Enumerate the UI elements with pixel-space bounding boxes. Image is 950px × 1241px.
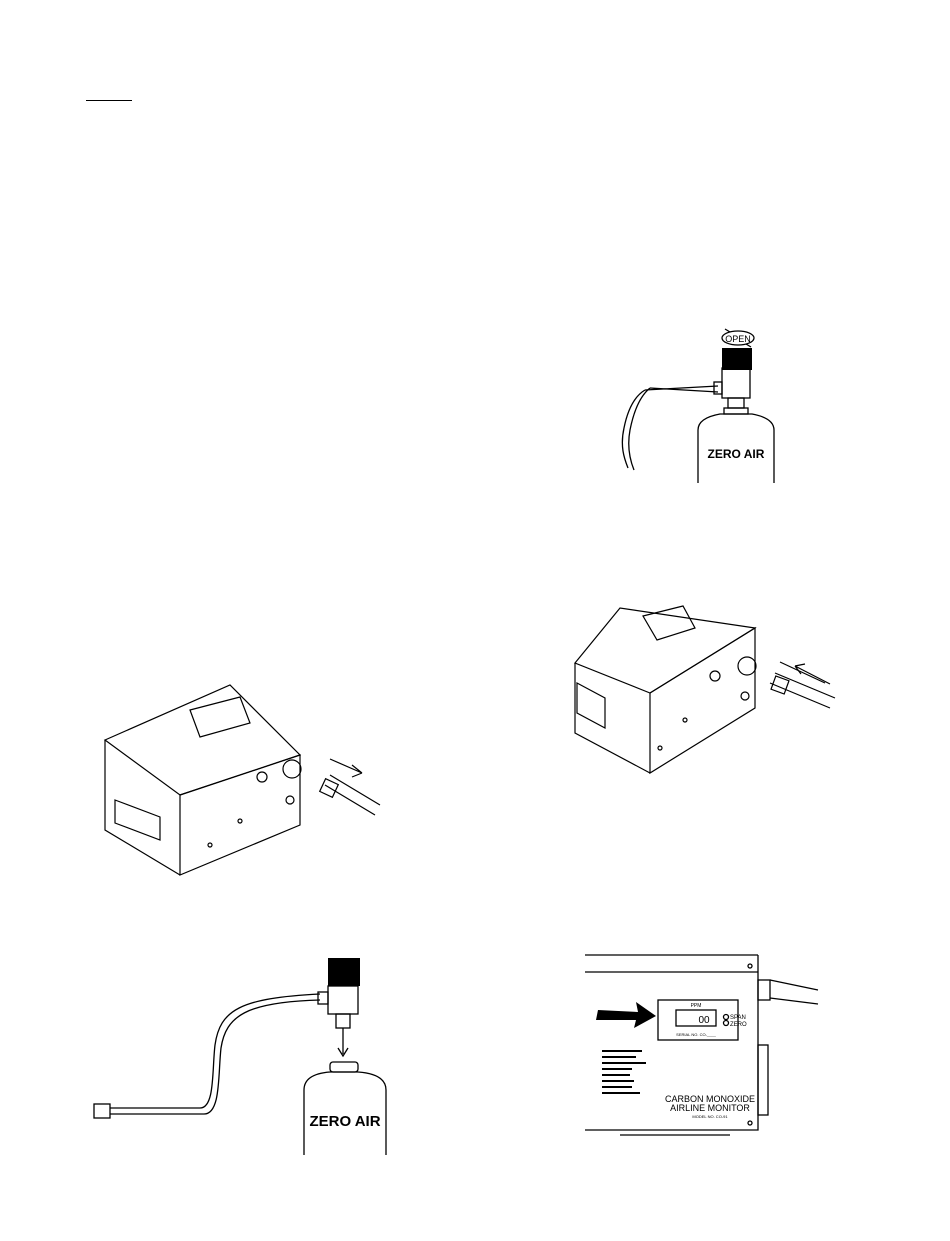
zero-label: ZERO <box>730 1022 747 1028</box>
figure-monitor-front: PPM 00 SPAN ZERO SERIAL NO. CO-____ CARB… <box>580 950 830 1140</box>
span-label: SPAN <box>730 1015 746 1021</box>
regulator-knob <box>328 958 360 986</box>
display-value: 00 <box>698 1015 710 1026</box>
figure-connect-regulator: ZERO AIR <box>90 950 400 1155</box>
open-label: OPEN <box>725 334 751 344</box>
figure-monitor-connect-left <box>100 685 390 880</box>
display-title: PPM <box>691 1003 702 1009</box>
serial-text: SERIAL NO. CO-____ <box>676 1032 716 1037</box>
valve-knob <box>722 348 752 370</box>
arrow-icon <box>330 759 362 777</box>
cylinder-label: ZERO AIR <box>708 447 765 461</box>
zero-button <box>724 1021 729 1026</box>
arrow-right-icon <box>596 1002 656 1028</box>
header-rule <box>86 100 132 101</box>
figure-open-valve: OPEN ZERO AIR <box>610 318 800 483</box>
display-window <box>676 1010 716 1026</box>
model-text: MODEL NO. CO-91 <box>692 1114 728 1119</box>
cylinder-label: ZERO AIR <box>309 1113 380 1130</box>
span-button <box>724 1015 729 1020</box>
arrow-icon <box>795 664 830 684</box>
figure-monitor-connect-right <box>565 588 855 783</box>
product-line-2: AIRLINE MONITOR <box>670 1103 750 1113</box>
